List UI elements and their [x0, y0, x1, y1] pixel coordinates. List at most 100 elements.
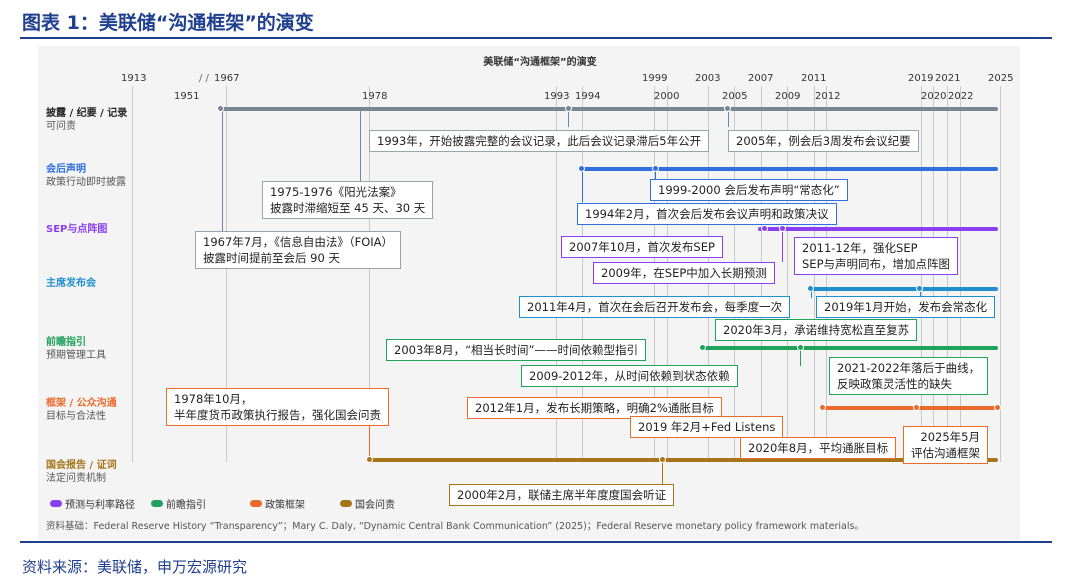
row-sub-statement: 政策行动即时披露: [46, 177, 126, 188]
year-2005: 2005: [722, 91, 748, 102]
row-sub-guidance: 预期管理工具: [46, 350, 106, 361]
event-dot: [724, 105, 731, 112]
note-sep-2011-line2: SEP与声明同布，增加点阵图: [802, 257, 950, 271]
track-sep: [758, 227, 998, 231]
connector: [568, 111, 569, 127]
event-dot: [761, 225, 768, 232]
connector: [222, 111, 223, 236]
year-tick-line: [1000, 86, 1001, 462]
note-1978-line2: 半年度货币政策执行报告，强化国会问责: [174, 408, 381, 422]
year-2019: 2019: [908, 73, 934, 84]
event-dot: [916, 285, 923, 292]
event-dot: [366, 456, 373, 463]
event-dot: [578, 165, 585, 172]
legend-item-guidance: 前瞻指引: [151, 496, 206, 511]
year-2022: 2022: [948, 91, 974, 102]
footer-rule: [20, 541, 1052, 543]
year-1978: 1978: [362, 91, 388, 102]
row-label-congress: 国会报告 / 证词: [46, 460, 117, 471]
connector: [782, 231, 783, 262]
note-congress-2000: 2000年2月，联储主席半年度度国会听证: [449, 484, 675, 506]
note-1994: 1994年2月，首次会后发布会议声明和政策决议: [577, 203, 837, 225]
note-sep-2009: 2009年，在SEP中加入长期预测: [593, 262, 775, 284]
row-sub-framework: 目标与合法性: [46, 411, 106, 422]
figure-title: 图表 1：美联储“沟通框架”的演变: [22, 12, 314, 34]
axis-break-mark: / /: [199, 73, 209, 84]
legend-item-forecast: 预测与利率路径: [50, 496, 135, 511]
track-presser: [811, 287, 998, 291]
year-2012: 2012: [815, 91, 841, 102]
track-framework: [822, 406, 998, 410]
event-dot: [913, 404, 920, 411]
connector: [920, 291, 921, 298]
event-dot: [819, 404, 826, 411]
year-tick-line: [582, 86, 583, 462]
year-tick-line: [226, 86, 227, 462]
row-label-statement: 会后声明: [46, 164, 86, 175]
event-dot: [994, 404, 1001, 411]
note-2005: 2005年，例会后3周发布会议纪要: [728, 130, 919, 152]
note-sunshine-act: 1975-1976《阳光法案》 披露时滞缩短至 45 天、30 天: [262, 181, 434, 219]
track-congress: [369, 458, 998, 462]
year-2021: 2021: [935, 73, 961, 84]
connector: [662, 462, 663, 484]
note-1978: 1978年10月， 半年度货币政策执行报告，强化国会问责: [166, 388, 389, 426]
event-dot: [565, 105, 572, 112]
connector: [582, 171, 583, 202]
row-label-disclosure: 披露 / 纪要 / 记录: [46, 108, 128, 119]
note-framework-2025-line2: 评估沟通框架: [911, 446, 980, 460]
track-statement: [582, 167, 998, 171]
legend-label: 政策框架: [265, 500, 305, 511]
legend-label: 国会问责: [355, 500, 395, 511]
year-tick-line: [369, 86, 370, 462]
year-1967: 1967: [214, 73, 240, 84]
note-framework-2025-line1: 2025年5月: [920, 430, 980, 444]
row-label-sep: SEP与点阵图: [46, 224, 108, 235]
note-guidance-2021-line2: 反映政策灵活性的缺失: [837, 377, 952, 391]
note-framework-2020: 2020年8月，平均通胀目标: [740, 437, 897, 459]
legend-item-congress: 国会问责: [340, 496, 395, 511]
connector: [800, 350, 801, 366]
chart-title: 美联储“沟通框架”的演变: [483, 57, 597, 68]
year-2025: 2025: [988, 73, 1014, 84]
year-1999: 1999: [642, 73, 668, 84]
event-dot: [652, 165, 659, 172]
row-label-presser: 主席发布会: [46, 278, 96, 289]
note-sep-2011: 2011-12年，强化SEP SEP与声明同布，增加点阵图: [794, 237, 958, 275]
note-1999: 1999-2000 会后发布声明“常态化”: [650, 179, 848, 201]
track-guidance: [702, 346, 998, 350]
track-disclosure: [220, 107, 998, 111]
note-1978-line1: 1978年10月，: [174, 392, 253, 406]
legend-item-framework: 政策框架: [250, 496, 305, 511]
year-2003: 2003: [695, 73, 721, 84]
connector: [360, 111, 361, 181]
connector: [728, 111, 729, 127]
note-1993: 1993年，开始披露完整的会议记录，此后会议记录滞后5年公开: [369, 130, 710, 152]
note-foia-line1: 1967年7月，《信息自由法》（FOIA）: [203, 235, 394, 249]
event-dot: [217, 105, 224, 112]
connector: [369, 420, 370, 460]
legend-label: 前瞻指引: [166, 500, 206, 511]
year-1994: 1994: [575, 91, 601, 102]
row-label-framework: 框架 / 公众沟通: [46, 398, 117, 409]
row-label-guidance: 前瞻指引: [46, 337, 86, 348]
note-guidance-2009: 2009-2012年，从时间依赖到状态依赖: [521, 365, 738, 387]
note-presser-2019: 2019年1月开始，发布会常态化: [816, 296, 996, 318]
year-2007: 2007: [748, 73, 774, 84]
year-2000: 2000: [654, 91, 680, 102]
year-tick-line: [132, 86, 133, 462]
legend-swatch: [151, 500, 163, 507]
legend-label: 预测与利率路径: [65, 500, 135, 511]
event-dot: [659, 456, 666, 463]
note-sep-2011-line1: 2011-12年，强化SEP: [802, 241, 918, 255]
year-tick-line: [787, 86, 788, 462]
legend-swatch: [340, 500, 352, 507]
note-sunshine-act-line1: 1975-1976《阳光法案》: [270, 185, 402, 199]
row-sub-congress: 法定问责机制: [46, 473, 106, 484]
note-guidance-2003: 2003年8月，“相当长时间”——时间依赖型指引: [386, 339, 646, 361]
note-foia: 1967年7月，《信息自由法》（FOIA） 披露时间提前至会后 90 天: [195, 231, 402, 269]
note-sep-2007: 2007年10月，首次发布SEP: [561, 236, 723, 258]
event-dot: [807, 285, 814, 292]
row-sub-disclosure: 可问责: [46, 121, 76, 132]
note-framework-2025: 2025年5月 评估沟通框架: [903, 426, 988, 464]
